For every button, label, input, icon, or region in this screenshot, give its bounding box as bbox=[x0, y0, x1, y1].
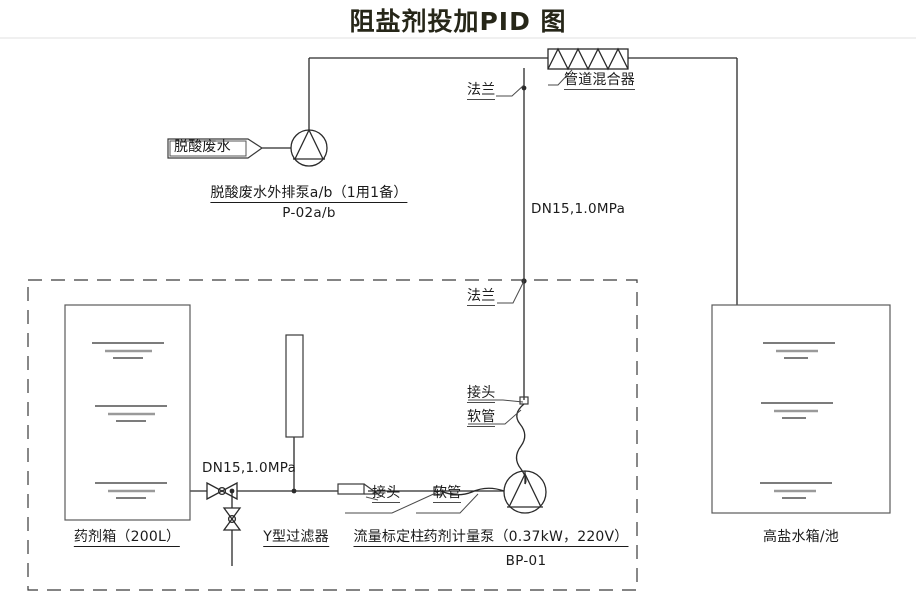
static-mixer-leader bbox=[548, 69, 573, 86]
chemical-tank-label: 药剂箱（200L） bbox=[73, 529, 181, 547]
check-valve-symbol bbox=[337, 483, 379, 501]
chemical-tank-symbol bbox=[64, 304, 191, 521]
dosing-line-upper-spec: DN15,1.0MPa bbox=[531, 201, 626, 217]
joint-upper-label: 接头 bbox=[467, 385, 496, 403]
brine-tank-label: 高盐水箱/池 bbox=[763, 529, 839, 545]
joint-upper-leader bbox=[468, 399, 524, 403]
hose-upper-leader bbox=[468, 409, 522, 425]
hose-lower-leader bbox=[416, 493, 479, 514]
hose-lower-label: 软管 bbox=[433, 485, 462, 503]
flange-upper-label: 法兰 bbox=[467, 82, 496, 100]
calibration-column-label: 流量标定柱 bbox=[353, 529, 425, 547]
flange-lower-label: 法兰 bbox=[467, 288, 496, 306]
y-strainer-label: Y型过滤器 bbox=[263, 529, 329, 547]
calibration-column-symbol bbox=[285, 334, 304, 438]
metering-pump-label: 药剂计量泵（0.37kW，220V） bbox=[423, 529, 629, 547]
static-mixer-label: 管道混合器 bbox=[564, 72, 635, 90]
static-mixer-symbol bbox=[547, 47, 629, 71]
brine-tank-symbol bbox=[711, 304, 891, 514]
hose-lower-symbol bbox=[440, 487, 505, 496]
discharge-pump-tag: P-02a/b bbox=[282, 205, 336, 221]
page-title: 阻盐剂投加PID 图 bbox=[349, 7, 567, 36]
skid-boundary bbox=[27, 279, 638, 591]
metering-pump-symbol bbox=[503, 470, 547, 514]
gate-valve-symbol bbox=[206, 481, 238, 501]
suction-line bbox=[190, 437, 504, 566]
process-line-wastewater bbox=[262, 57, 548, 149]
process-line-to-brine-tank bbox=[628, 57, 738, 305]
source-tag-label: 脱酸废水 bbox=[174, 139, 231, 155]
hose-upper-label: 软管 bbox=[467, 409, 496, 427]
discharge-pump-symbol bbox=[290, 129, 328, 167]
metering-pump-tag: BP-01 bbox=[505, 553, 547, 569]
flange-upper-leader bbox=[496, 84, 525, 97]
joint-lower-label: 接头 bbox=[372, 485, 401, 503]
discharge-pump-label: 脱酸废水外排泵a/b（1用1备） bbox=[210, 185, 408, 203]
source-tag-shape bbox=[167, 138, 264, 159]
y-strainer-symbol bbox=[222, 507, 242, 531]
dosing-riser-line bbox=[521, 68, 527, 400]
joint-lower-leader bbox=[345, 491, 439, 514]
flange-lower-leader bbox=[497, 280, 525, 304]
source-tag-inner-box bbox=[169, 140, 247, 157]
dosing-line-lower-spec: DN15,1.0MPa bbox=[202, 460, 297, 476]
